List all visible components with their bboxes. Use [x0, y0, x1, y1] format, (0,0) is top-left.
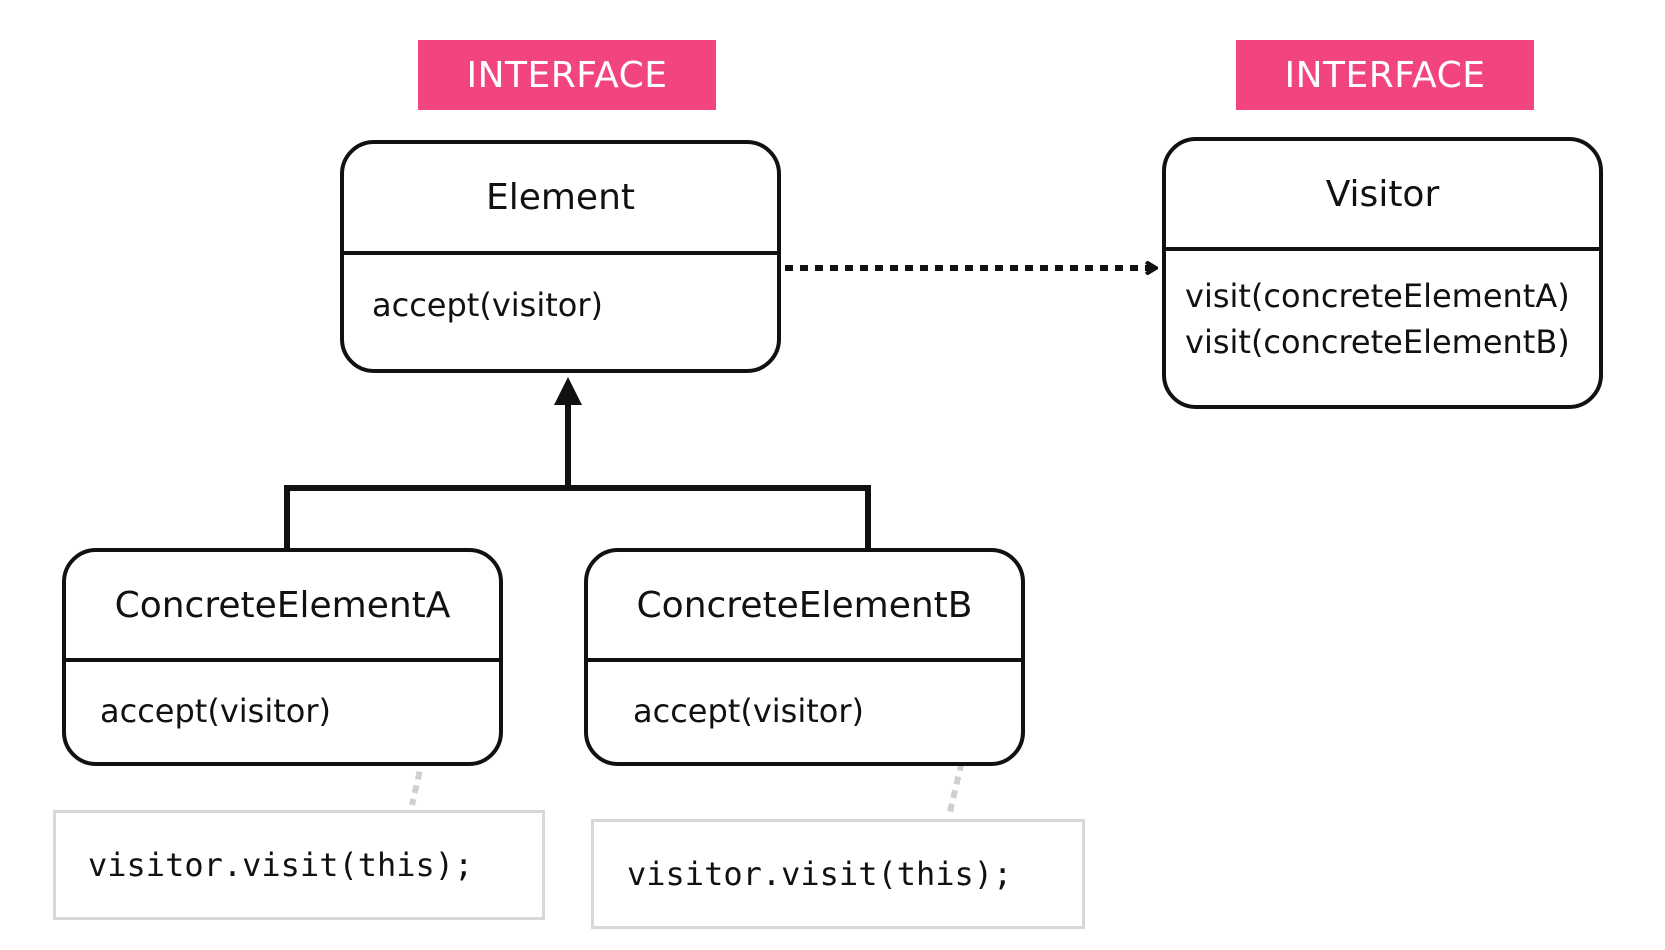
inheritance-tree	[284, 485, 871, 548]
visitor-interface-badge: INTERFACE	[1236, 40, 1534, 110]
concrete-element-a-code: visitor.visit(this);	[88, 846, 474, 884]
concrete-element-b-code: visitor.visit(this);	[627, 855, 1013, 893]
visitor-methods: visit(concreteElementA) visit(concreteEl…	[1166, 251, 1599, 365]
visitor-method-visit-b: visit(concreteElementB)	[1185, 323, 1570, 361]
visitor-class-name: Visitor	[1166, 141, 1599, 251]
visitor-class-box[interactable]: Visitor visit(concreteElementA) visit(co…	[1162, 137, 1603, 409]
visitor-method-visit-a: visit(concreteElementA)	[1185, 277, 1570, 315]
element-methods: accept(visitor)	[344, 255, 777, 328]
concrete-element-a-methods: accept(visitor)	[66, 662, 499, 734]
element-class-name: Element	[344, 144, 777, 255]
concrete-element-a-name: ConcreteElementA	[66, 552, 499, 662]
concrete-element-b-methods: accept(visitor)	[588, 662, 1021, 734]
inheritance-arrowhead	[554, 377, 582, 405]
element-class-box[interactable]: Element accept(visitor)	[340, 140, 781, 373]
element-interface-badge: INTERFACE	[418, 40, 716, 110]
concrete-element-b-method-accept: accept(visitor)	[633, 692, 864, 730]
concrete-element-a-code-note: visitor.visit(this);	[53, 810, 545, 920]
concrete-element-b-name: ConcreteElementB	[588, 552, 1021, 662]
concrete-element-a-method-accept: accept(visitor)	[100, 692, 331, 730]
concrete-element-a-box[interactable]: ConcreteElementA accept(visitor)	[62, 548, 503, 766]
concrete-element-b-box[interactable]: ConcreteElementB accept(visitor)	[584, 548, 1025, 766]
element-method-accept: accept(visitor)	[372, 286, 603, 324]
concrete-element-b-code-note: visitor.visit(this);	[591, 819, 1085, 929]
